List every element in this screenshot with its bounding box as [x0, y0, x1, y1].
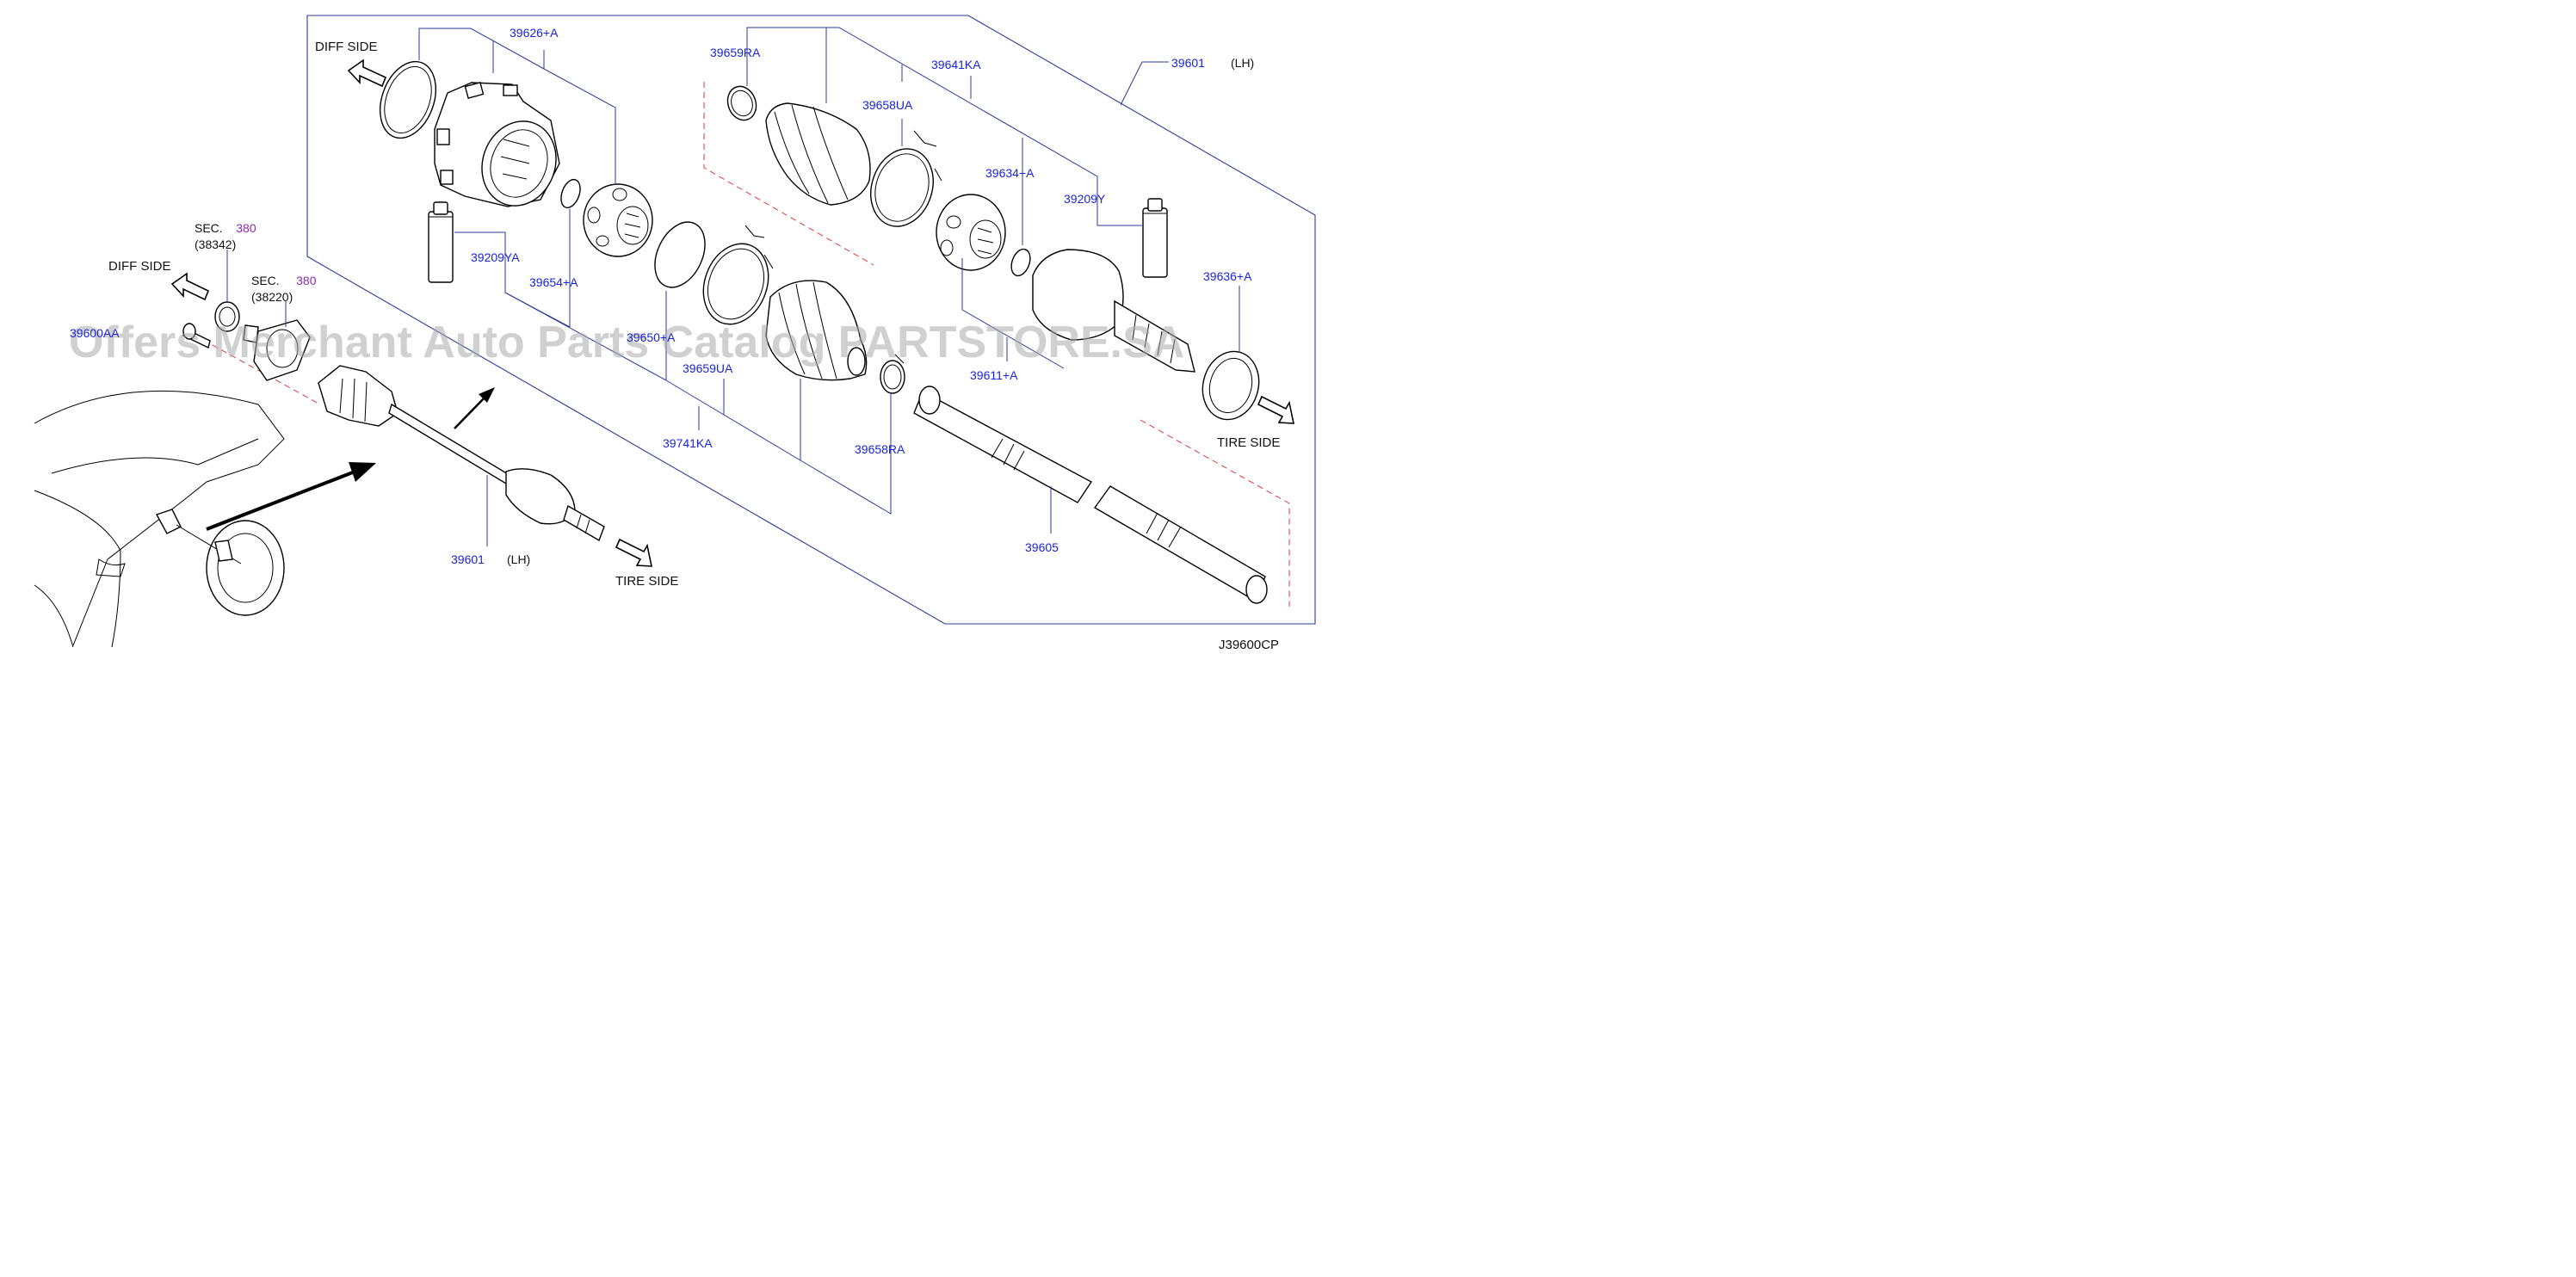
- seal-38342: [214, 301, 240, 332]
- section-ref-38342[interactable]: SEC. 380 (38342): [195, 220, 256, 253]
- arrow-diff-left: [170, 272, 210, 301]
- section-ref-38342-code: (38342): [195, 237, 237, 251]
- part-label-39634a[interactable]: 39634+A: [985, 166, 1035, 180]
- diff-side-label-top: DIFF SIDE: [315, 40, 378, 54]
- part-label-39658ua[interactable]: 39658UA: [862, 98, 913, 112]
- section-ref-38220-code: (38220): [251, 289, 293, 304]
- part-label-39641ka[interactable]: 39641KA: [931, 58, 981, 71]
- flange-bolt: [182, 323, 211, 349]
- outer-cv-joint: [1032, 249, 1195, 373]
- grease-tube-left: [428, 201, 454, 283]
- arrow-tire-right: [1257, 395, 1294, 424]
- part-label-39605[interactable]: 39605: [1025, 540, 1059, 554]
- flange-38220: [243, 319, 311, 381]
- inner-race-ball: [936, 194, 1006, 271]
- part-label-39601-bottom[interactable]: 39601: [451, 552, 485, 566]
- part-label-39626a[interactable]: 39626+A: [510, 26, 559, 40]
- part-label-39636a[interactable]: 39636+A: [1203, 269, 1252, 283]
- dashed-boundary-bottom: [1140, 419, 1290, 607]
- diagram-code: J39600CP: [1219, 638, 1280, 652]
- boot-band-large: [702, 225, 774, 325]
- part-label-39741ka[interactable]: 39741KA: [663, 436, 713, 450]
- grease-tube-right: [1142, 198, 1168, 278]
- section-ref-38342-number[interactable]: 380: [236, 221, 256, 235]
- part-label-39209y[interactable]: 39209Y: [1064, 192, 1106, 206]
- arrow-tire-bottom: [615, 538, 652, 567]
- part-label-39611a[interactable]: 39611+A: [970, 368, 1018, 382]
- part-label-39659ua[interactable]: 39659UA: [683, 361, 733, 375]
- boot-band-small-top: [726, 85, 757, 121]
- part-label-39659ra[interactable]: 39659RA: [710, 46, 761, 59]
- part-label-39209ya[interactable]: 39209YA: [471, 250, 520, 264]
- diff-side-label-left: DIFF SIDE: [108, 259, 171, 274]
- part-label-39658ra[interactable]: 39658RA: [855, 442, 905, 456]
- arrow-diff-top: [347, 59, 387, 88]
- boot-band-large-top: [870, 130, 942, 227]
- section-ref-38220-label: SEC.: [251, 274, 280, 287]
- vehicle-outline: [34, 390, 285, 648]
- assembled-driveshaft: [318, 365, 605, 542]
- part-label-39650a[interactable]: 39650+A: [627, 330, 676, 344]
- joint-housing: [434, 82, 560, 207]
- tripod-joint: [583, 183, 653, 257]
- circlip-right: [1010, 248, 1031, 277]
- lh-label-bottom: (LH): [507, 552, 531, 566]
- drive-shaft-bar: [913, 386, 1268, 604]
- arrow-up-right: [454, 387, 495, 429]
- arrow-to-vehicle: [206, 462, 376, 531]
- part-label-39600aa[interactable]: 39600AA: [70, 326, 120, 340]
- watermark-text: Offers Merchant Auto Parts Catalog PARTS…: [69, 318, 1185, 367]
- part-label-39601-top[interactable]: 39601: [1171, 56, 1205, 70]
- section-ref-38342-label: SEC.: [195, 221, 223, 235]
- section-ref-38220-number[interactable]: 380: [296, 274, 317, 287]
- snap-ring-black: [654, 221, 706, 288]
- tire-side-label-bottom: TIRE SIDE: [615, 574, 679, 589]
- lh-label-top: (LH): [1231, 56, 1255, 70]
- driveshaft-exploded-diagram: [34, 15, 1316, 648]
- exploded-view-frame: [306, 15, 1316, 625]
- washer-seal: [1202, 350, 1260, 421]
- outer-boot: [765, 102, 871, 206]
- dashed-boundary-top: [703, 82, 874, 266]
- inner-boot: [765, 280, 868, 381]
- section-ref-38220[interactable]: SEC. 380 (38220): [251, 273, 317, 305]
- leader-lines: [226, 27, 1240, 546]
- tire-side-label-right: TIRE SIDE: [1217, 435, 1281, 450]
- part-label-39654a[interactable]: 39654+A: [529, 275, 578, 289]
- snap-ring-large: [380, 60, 436, 139]
- boot-band-small-bottom: [880, 354, 905, 394]
- circlip-small: [560, 178, 581, 209]
